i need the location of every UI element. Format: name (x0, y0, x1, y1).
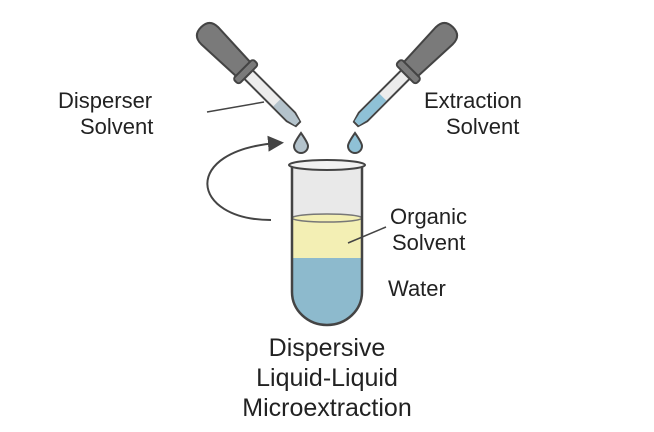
label-line: Organic (390, 204, 468, 229)
title-line: Dispersive (268, 334, 386, 362)
test-tube-icon (288, 159, 366, 327)
label-line: Extraction (424, 88, 522, 113)
diagram-title: Dispersive Liquid-Liquid Microextraction (0, 333, 654, 423)
disperser-solvent-label: Disperser Solvent (58, 88, 153, 140)
label-line: Disperser (58, 88, 153, 113)
organic-layer (292, 218, 362, 258)
label-line: Solvent (80, 114, 154, 139)
organic-solvent-label: Organic Solvent (390, 204, 467, 256)
disperser-pipette-icon (195, 21, 302, 128)
water-layer (292, 258, 362, 325)
label-line: Solvent (392, 230, 466, 255)
title-line: Liquid-Liquid (256, 364, 398, 392)
title-line: Microextraction (242, 394, 412, 422)
cycle-arrow-icon (206, 135, 284, 221)
extraction-solvent-label: Extraction Solvent (424, 88, 522, 140)
extraction-pipette-icon (352, 21, 459, 128)
extraction-drop-icon (346, 131, 364, 154)
water-label: Water (388, 276, 446, 301)
disperser-drop-icon (292, 131, 310, 154)
label-line: Solvent (446, 114, 520, 139)
